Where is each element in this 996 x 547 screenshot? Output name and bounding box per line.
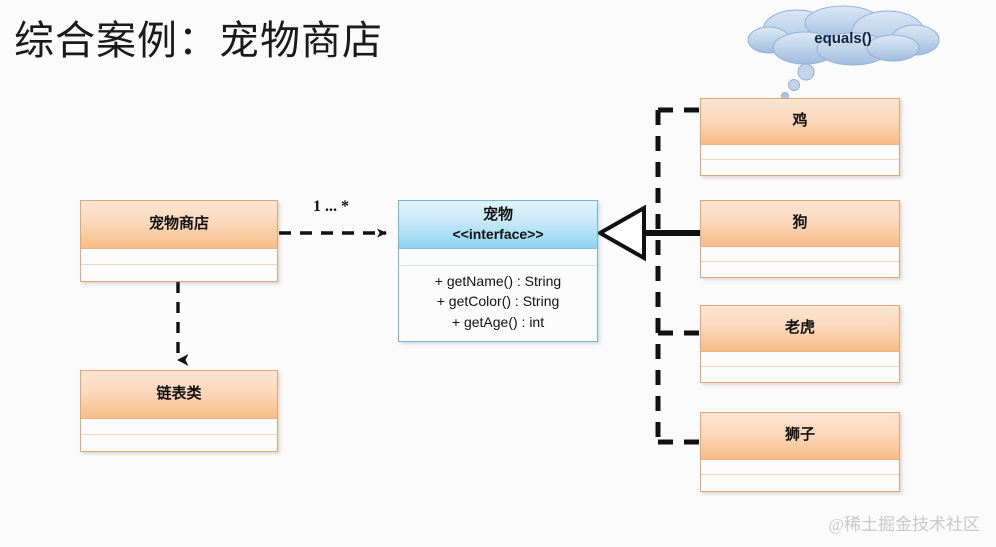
connector-realization-triangle [595, 204, 700, 262]
operations-compartment-dog [701, 262, 899, 277]
connector-realization-tree [655, 107, 701, 445]
operations-compartment-pet-shop [81, 265, 277, 281]
class-name-linked-list: 链表类 [156, 385, 202, 402]
class-box-lion[interactable]: 狮子 [700, 412, 900, 492]
multiplicity-label-shop-pet: 1 ... * [313, 198, 349, 215]
interface-stereotype-pet: <<interface>> [452, 225, 544, 242]
class-header-lion: 狮子 [701, 413, 899, 460]
interface-header-pet: 宠物 <<interface>> [399, 201, 597, 249]
class-header-pet-shop: 宠物商店 [81, 201, 277, 249]
attributes-compartment-linked-list [81, 419, 277, 435]
interface-box-pet[interactable]: 宠物 <<interface>> + getName() : String + … [398, 200, 598, 342]
callout-label: equals() [814, 29, 872, 47]
attributes-compartment-dog [701, 247, 899, 262]
class-box-pet-shop[interactable]: 宠物商店 [80, 200, 278, 282]
class-box-chicken[interactable]: 鸡 [700, 98, 900, 176]
class-name-dog: 狗 [792, 214, 808, 231]
class-box-linked-list[interactable]: 链表类 [80, 370, 278, 452]
method-get-age: + getAge() : int [451, 313, 545, 330]
class-header-dog: 狗 [701, 201, 899, 247]
operations-compartment-lion [701, 475, 899, 490]
attributes-compartment-tiger [701, 352, 899, 367]
operations-compartment-linked-list [81, 435, 277, 451]
operations-compartment-tiger [701, 367, 899, 382]
interface-name-pet: 宠物 [482, 207, 513, 224]
class-name-tiger: 老虎 [784, 319, 815, 336]
equals-thought-callout: equals() [743, 4, 943, 76]
attributes-compartment-pet [399, 249, 597, 266]
class-box-dog[interactable]: 狗 [700, 200, 900, 278]
attributes-compartment-lion [701, 460, 899, 475]
class-header-chicken: 鸡 [701, 99, 899, 145]
watermark: @稀土掘金技术社区 [828, 515, 980, 534]
cloud-shape-icon [747, 5, 940, 66]
method-get-color: + getColor() : String [436, 293, 560, 310]
class-name-pet-shop: 宠物商店 [148, 215, 209, 232]
attributes-compartment-pet-shop [81, 249, 277, 265]
operations-compartment-pet: + getName() : String + getColor() : Stri… [399, 266, 597, 336]
method-get-name: + getName() : String [434, 273, 562, 289]
attributes-compartment-chicken [701, 145, 899, 160]
class-header-linked-list: 链表类 [81, 371, 277, 419]
operations-compartment-chicken [701, 160, 899, 175]
class-name-lion: 狮子 [784, 427, 815, 444]
class-header-tiger: 老虎 [701, 306, 899, 352]
class-name-chicken: 鸡 [792, 112, 808, 129]
page-title: 综合案例：宠物商店 [14, 18, 383, 63]
class-box-tiger[interactable]: 老虎 [700, 305, 900, 383]
